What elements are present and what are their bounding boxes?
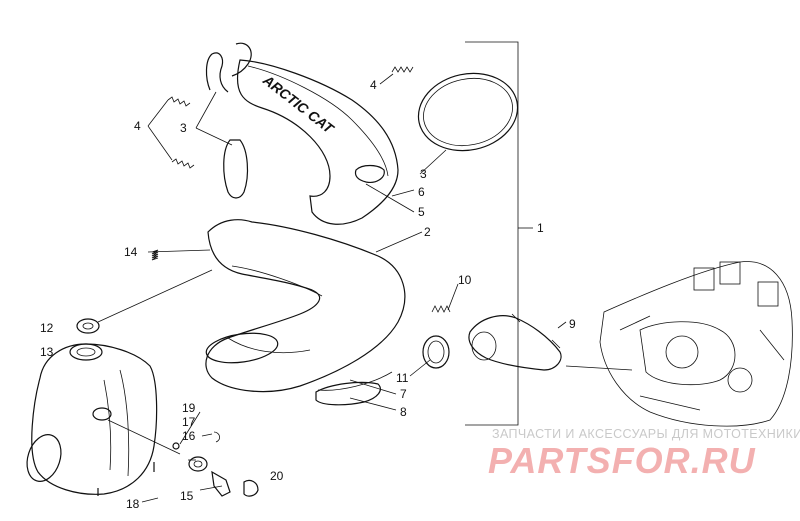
exhaust-spring-left-upper xyxy=(167,96,191,107)
fastener-group xyxy=(107,411,259,503)
exhaust-spring-14 xyxy=(147,249,211,261)
chain-clamp-lower xyxy=(223,139,249,199)
callout-14: 14 xyxy=(124,245,138,259)
callout-8: 8 xyxy=(400,405,407,419)
clamp-band xyxy=(417,72,519,175)
callout-3-left: 3 xyxy=(180,121,187,135)
callout-2-leader xyxy=(375,231,423,253)
callout-4-top: 4 xyxy=(370,78,377,92)
heat-shield-lettering: ARCTIC CAT xyxy=(259,71,337,137)
exhaust-spring-10 xyxy=(431,283,459,313)
callout-15: 15 xyxy=(180,489,194,503)
manifold-engine-leader xyxy=(565,365,633,371)
expansion-chamber xyxy=(205,219,406,393)
callout-11: 11 xyxy=(396,371,409,385)
callout-18: 18 xyxy=(126,497,140,511)
callout-4-leaders xyxy=(147,99,173,161)
lower-shield xyxy=(315,379,397,411)
chain-clamp-upper xyxy=(205,42,252,93)
callout-3-leaders xyxy=(195,91,233,146)
engine xyxy=(599,261,793,427)
callout-13: 13 xyxy=(40,345,54,359)
exhaust-spring-left-lower xyxy=(171,158,195,169)
flange-gasket xyxy=(409,335,450,377)
callout-6-leader xyxy=(391,189,415,197)
exhaust-manifold xyxy=(468,313,567,371)
callout-3-right: 3 xyxy=(420,167,427,181)
callout-19: 19 xyxy=(182,401,196,415)
callout-20: 20 xyxy=(270,469,284,483)
callout-5: 5 xyxy=(418,205,425,219)
silencer xyxy=(26,343,158,496)
callout-12: 12 xyxy=(40,321,54,335)
callout-1-bracket xyxy=(465,41,533,426)
callout-5-leader xyxy=(365,183,415,213)
callout-17: 17 xyxy=(182,415,196,429)
grommet xyxy=(76,269,213,334)
callout-1: 1 xyxy=(537,221,544,235)
watermark-logo: PARTSFOR.RU xyxy=(488,440,756,481)
callout-7: 7 xyxy=(400,387,407,401)
callout-6: 6 xyxy=(418,185,425,199)
callout-2: 2 xyxy=(424,225,431,239)
exhaust-spring-top xyxy=(379,66,414,85)
callout-9: 9 xyxy=(569,317,576,331)
callout-16: 16 xyxy=(182,429,196,443)
watermark-tagline: ЗАПЧАСТИ И АКСЕССУАРЫ ДЛЯ МОТОТЕХНИКИ xyxy=(492,427,800,441)
callout-10: 10 xyxy=(458,273,472,287)
callout-4-left: 4 xyxy=(134,119,141,133)
